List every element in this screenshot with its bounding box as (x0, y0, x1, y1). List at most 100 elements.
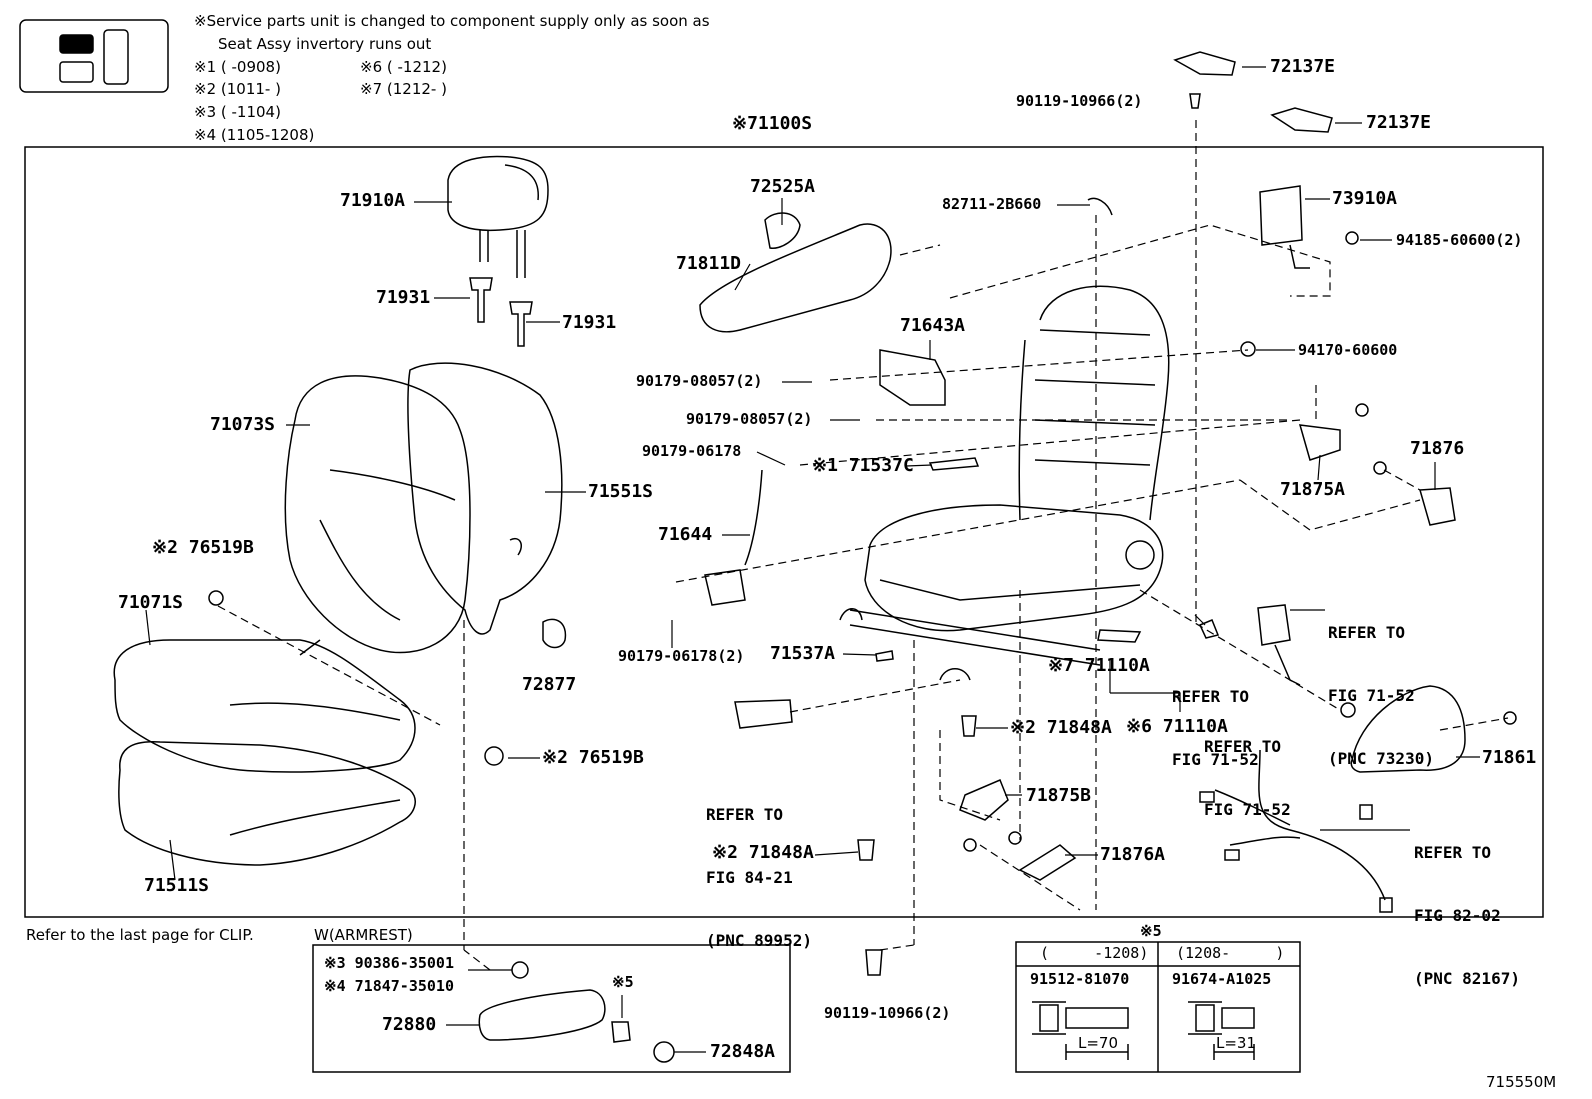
bolt-table (1015, 941, 1301, 1073)
part-label-71643a[interactable]: 71643A (900, 315, 966, 336)
nut-94170-icon (1240, 341, 1256, 357)
refer-fig-71-52-pnc[interactable]: REFER TO FIG 71-52 (PNC 73230) (1328, 580, 1434, 790)
part-label-90119-bottom[interactable]: 90119-10966(2) (824, 1004, 951, 1022)
part-label-76519b-bottom[interactable]: ※2 76519B (542, 747, 644, 768)
part-label-72525a[interactable]: 72525A (750, 176, 816, 197)
wire-harness-82167-drawing (1199, 749, 1393, 913)
refer-line: FIG 82-02 (1414, 906, 1501, 925)
part-label-71110a-7[interactable]: ※7 71110A (1048, 655, 1150, 676)
bolt-table-col1-part[interactable]: 91512-81070 (1030, 970, 1130, 988)
service-note-line2: Seat Assy invertory runs out (218, 35, 432, 53)
seat-cushion-pad-drawing (118, 741, 416, 866)
part-label-71537a[interactable]: 71537A (770, 643, 836, 664)
cap-72848a-icon (653, 1041, 675, 1063)
part-label-72848a[interactable]: 72848A (710, 1041, 776, 1062)
bolt-table-col2-part[interactable]: 91674-A1025 (1172, 970, 1272, 988)
part-label-71511s[interactable]: 71511S (144, 875, 210, 896)
part-label-76519b-top[interactable]: ※2 76519B (152, 537, 254, 558)
part-label-90119-top[interactable]: 90119-10966(2) (1016, 92, 1143, 110)
part-label-72137e-a[interactable]: 72137E (1270, 56, 1336, 77)
part-label-71876a[interactable]: 71876A (1100, 844, 1166, 865)
assembly-label[interactable]: ※71100S (732, 113, 813, 134)
seatback-cover-drawing (284, 375, 471, 654)
armrest-box (312, 944, 791, 1073)
bracket-71875b-drawing (959, 779, 1009, 821)
part-label-71537c[interactable]: ※1 71537C (812, 455, 914, 476)
part-label-71931-left[interactable]: 71931 (376, 287, 431, 308)
part-label-94170-60600[interactable]: 94170-60600 (1298, 341, 1398, 359)
part-label-90179-08057-a[interactable]: 90179-08057(2) (636, 372, 763, 390)
part-label-71644[interactable]: 71644 (658, 524, 713, 545)
part-label-90386-35001[interactable]: ※3 90386-35001 (324, 954, 454, 972)
part-label-72137e-b[interactable]: 72137E (1366, 112, 1432, 133)
figure-code: 715550M (1486, 1073, 1557, 1091)
pad-71537c-drawing (928, 457, 980, 471)
range-note-4: ※4 (1105-1208) (194, 126, 315, 144)
bracket-71875a-drawing (1298, 424, 1341, 461)
part-label-71876[interactable]: 71876 (1410, 438, 1465, 459)
part-label-71847-35010[interactable]: ※4 71847-35010 (324, 977, 454, 995)
part-label-82711-2b660[interactable]: 82711-2B660 (942, 195, 1042, 213)
refer-line: (PNC 82167) (1414, 969, 1520, 988)
part-label-71071s[interactable]: 71071S (118, 592, 184, 613)
clip-82711-icon (1087, 197, 1113, 216)
main-frame-box (24, 146, 1544, 918)
screw-90119-bottom-icon (865, 949, 883, 976)
bolt-short-icon (1188, 1001, 1255, 1060)
part-label-94185-60600[interactable]: 94185-60600(2) (1396, 231, 1523, 249)
bolt-long-icon (1032, 1001, 1129, 1060)
part-label-72877[interactable]: 72877 (522, 674, 577, 695)
bolt-table-col1-length: L=70 (1078, 1034, 1119, 1052)
headrest-guide-drawing (469, 277, 533, 347)
bushing-90386-icon (511, 961, 529, 979)
part-label-71848a-a[interactable]: ※2 71848A (1010, 717, 1112, 738)
range-note-3: ※3 ( -1104) (194, 103, 281, 121)
screw-90119-top-icon (1189, 93, 1201, 109)
refer-line: FIG 71-52 (1204, 800, 1291, 819)
part-label-90179-06178-2[interactable]: 90179-06178(2) (618, 647, 745, 665)
refer-fig-71-52-b[interactable]: REFER TO FIG 71-52 (1204, 694, 1291, 841)
headrest-drawing (447, 155, 549, 278)
part-label-71861[interactable]: 71861 (1482, 747, 1537, 768)
nut-94185-icon (1345, 231, 1359, 245)
bolt-table-col2-length: L=31 (1216, 1034, 1257, 1052)
leader-lines (145, 66, 1480, 1053)
part-label-star5-armrest[interactable]: ※5 (612, 973, 634, 991)
dashed-guide-lines (217, 120, 1509, 971)
part-label-71110a-6[interactable]: ※6 71110A (1126, 716, 1228, 737)
part-label-71551s[interactable]: 71551S (588, 481, 654, 502)
bolt-table-col1-range: ( -1208) (1040, 944, 1149, 962)
armrest-72880-drawing (478, 989, 606, 1041)
bolt-71876-icon (1355, 403, 1387, 475)
armrest-title: W(ARMREST) (314, 926, 413, 944)
nut-buckle-icon (1340, 702, 1356, 718)
module-89952-drawing (734, 699, 793, 729)
part-label-90179-06178[interactable]: 90179-06178 (642, 442, 742, 460)
refer-line: FIG 71-52 (1328, 686, 1415, 705)
cable-71644-drawing (704, 469, 763, 606)
part-label-71931-right[interactable]: 71931 (562, 312, 617, 333)
screw-71861-icon (1503, 711, 1517, 725)
refer-line: REFER TO (1414, 843, 1492, 862)
part-label-71811d[interactable]: 71811D (676, 253, 742, 274)
part-label-71910a[interactable]: 71910A (340, 190, 406, 211)
part-label-71073s[interactable]: 71073S (210, 414, 276, 435)
bolt-table-col2-range: (1208- ) (1176, 944, 1285, 962)
part-label-72880[interactable]: 72880 (382, 1014, 437, 1035)
bolt-armrest-icon (611, 1021, 631, 1043)
refer-fig-82-02[interactable]: REFER TO FIG 82-02 (PNC 82167) (1414, 800, 1520, 1010)
refer-fig-84-21[interactable]: REFER TO FIG 84-21 (PNC 89952) (706, 762, 812, 972)
slide-71110a-drawing (1097, 629, 1142, 643)
range-note-6: ※6 ( -1212) (360, 58, 447, 76)
part-label-73910a[interactable]: 73910A (1332, 188, 1398, 209)
part-label-90179-08057-b[interactable]: 90179-08057(2) (686, 410, 813, 428)
part-label-71848a-b[interactable]: ※2 71848A (712, 842, 814, 863)
screw-bottom-icon (963, 831, 1022, 852)
part-label-71875b[interactable]: 71875B (1026, 785, 1092, 806)
range-note-1: ※1 ( -0908) (194, 58, 281, 76)
refer-line: FIG 84-21 (706, 868, 793, 887)
refer-fig-71-52-a[interactable]: REFER TO FIG 71-52 (1172, 644, 1259, 791)
part-label-71875a[interactable]: 71875A (1280, 479, 1346, 500)
range-note-7: ※7 (1212- ) (360, 80, 447, 98)
